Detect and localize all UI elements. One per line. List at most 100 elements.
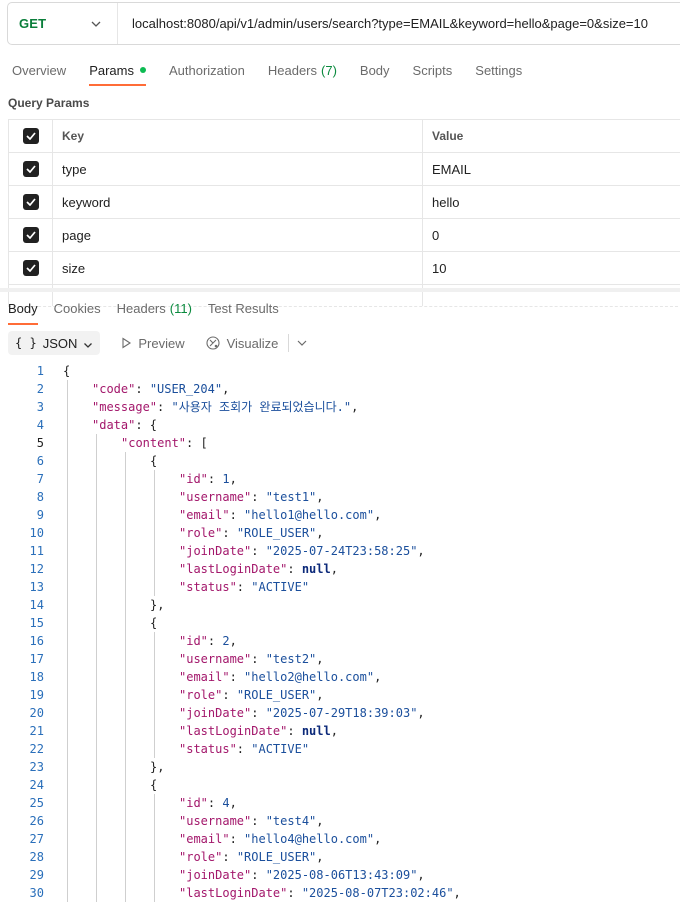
json-string: "hello1@hello.com" (244, 508, 375, 522)
tab-label: Body (8, 300, 38, 316)
line-number: 24 (29, 778, 44, 792)
response-body-viewer[interactable]: 1{2"code": "USER_204",3"message": "사용자 조… (0, 362, 680, 902)
format-select[interactable]: { } JSON (8, 331, 101, 355)
code-text: "joinDate": "2025-07-29T18:39:03", (179, 704, 425, 722)
code-text: "role": "ROLE_USER", (179, 686, 324, 704)
param-enabled-checkbox[interactable] (8, 186, 53, 218)
json-key: "data" (92, 418, 136, 432)
tab-headers[interactable]: Headers(7) (268, 50, 337, 90)
tab-params[interactable]: Params (89, 50, 146, 90)
indent-guide (96, 470, 97, 488)
indent-guide (67, 380, 68, 398)
response-tab-test-results[interactable]: Test Results (208, 293, 279, 323)
json-punct: , (229, 472, 237, 486)
line-number: 27 (29, 832, 44, 846)
indent-guide (125, 542, 126, 560)
param-key-input[interactable]: keyword (53, 186, 423, 218)
indent-guide (67, 488, 68, 506)
indent-guide (125, 506, 126, 524)
visualize-button[interactable]: Visualize (205, 335, 278, 351)
json-punct: , (417, 544, 425, 558)
code-text: "status": "ACTIVE" (179, 740, 309, 758)
json-punct: , (229, 634, 237, 648)
response-tab-cookies[interactable]: Cookies (54, 293, 101, 323)
json-punct: : (236, 580, 252, 594)
indent-guide (154, 488, 155, 506)
code-text: "data": { (92, 416, 157, 434)
tab-overview[interactable]: Overview (12, 50, 66, 90)
response-tabs: Body Cookies Headers(11) Test Results (0, 292, 295, 325)
indent-guide (67, 686, 68, 704)
preview-button[interactable]: Preview (120, 336, 185, 351)
code-text: "email": "hello1@hello.com", (179, 506, 381, 524)
indent-guide (125, 614, 126, 632)
line-number: 1 (36, 364, 44, 378)
indent-guide (154, 740, 155, 758)
param-enabled-checkbox[interactable] (8, 252, 53, 284)
json-punct: : (157, 400, 172, 414)
indent-guide (125, 578, 126, 596)
param-enabled-checkbox[interactable] (8, 153, 53, 185)
pane-divider[interactable] (0, 288, 680, 292)
tab-label: Settings (475, 62, 523, 78)
code-line: 17"username": "test2", (0, 650, 680, 668)
indent-guide (96, 884, 97, 902)
indent-guide (96, 434, 97, 452)
param-row: size 10 (8, 252, 680, 285)
indent-guide (96, 668, 97, 686)
code-text: { (150, 776, 157, 794)
json-string: "ROLE_USER" (236, 850, 317, 864)
tab-label: Params (89, 62, 134, 78)
indent-guide (96, 650, 97, 668)
tab-label: Scripts (412, 62, 453, 78)
code-line: 12"lastLoginDate": null, (0, 560, 680, 578)
indent-guide (67, 452, 68, 470)
param-value-input[interactable]: EMAIL (432, 161, 472, 177)
json-punct: , (316, 652, 324, 666)
tab-settings[interactable]: Settings (475, 50, 522, 90)
code-line: 19"role": "ROLE_USER", (0, 686, 680, 704)
indent-guide (154, 470, 155, 488)
chevron-down-icon (83, 338, 93, 348)
line-number: 29 (29, 868, 44, 882)
param-key-input[interactable]: size (53, 252, 423, 284)
code-line: 14}, (0, 596, 680, 614)
param-empty-key[interactable] (53, 285, 423, 306)
tab-authorization[interactable]: Authorization (169, 50, 245, 90)
json-key: "username" (179, 490, 252, 504)
param-value-input[interactable]: 10 (432, 260, 447, 276)
response-tab-body[interactable]: Body (8, 293, 38, 325)
query-params-title: Query Params (8, 96, 90, 110)
request-tabs: Overview Params Authorization Headers(7) Bod… (0, 50, 545, 90)
json-key: "email" (179, 832, 230, 846)
code-line: 8"username": "test1", (0, 488, 680, 506)
param-value-input[interactable]: hello (432, 194, 460, 210)
visualize-menu-chevron-icon[interactable] (297, 337, 309, 349)
json-key: "joinDate" (179, 868, 252, 882)
json-string: "2025-07-29T18:39:03" (265, 706, 418, 720)
response-tab-headers[interactable]: Headers(11) (117, 293, 192, 323)
param-value-input[interactable]: 0 (432, 227, 440, 243)
indent-guide (67, 704, 68, 722)
params-header-key: Key (53, 120, 423, 152)
json-key: "lastLoginDate" (179, 886, 288, 900)
json-punct: , (351, 400, 359, 414)
method-select[interactable]: GET (8, 3, 118, 44)
select-all-checkbox[interactable] (8, 120, 53, 152)
indent-guide (96, 776, 97, 794)
param-key-input[interactable]: page (53, 219, 423, 251)
tab-body[interactable]: Body (360, 50, 390, 90)
indent-guide (67, 506, 68, 524)
json-punct: : (207, 634, 223, 648)
param-enabled-checkbox[interactable] (8, 219, 53, 251)
json-punct: : (229, 832, 245, 846)
code-text: "lastLoginDate": null, (179, 722, 338, 740)
url-input[interactable]: localhost:8080/api/v1/admin/users/search… (132, 16, 648, 31)
line-number: 10 (29, 526, 44, 540)
json-key: "role" (179, 526, 223, 540)
tab-scripts[interactable]: Scripts (413, 50, 453, 90)
param-key-input[interactable]: type (53, 153, 423, 185)
param-empty-row (8, 285, 680, 307)
json-punct: : (287, 562, 302, 576)
